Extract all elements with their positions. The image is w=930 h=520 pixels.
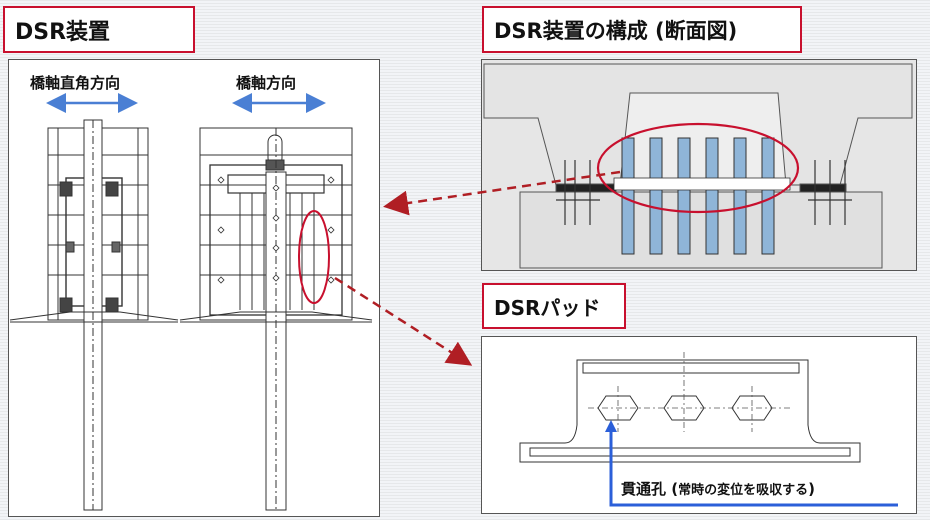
pad-caption: 貫通孔 (常時の変位を吸収する) (621, 478, 815, 499)
pad-highlight-oval (298, 210, 330, 304)
device-drawing-panel (8, 59, 380, 517)
pad-leader-line (609, 428, 898, 507)
pad-caption-close: ) (808, 480, 815, 498)
arrow-section-to-device (383, 170, 621, 216)
pad-centerlines (588, 352, 790, 432)
device-view-longitudinal-rivets (217, 176, 335, 284)
section-bolt-plates (613, 177, 791, 191)
pad-view (519, 359, 861, 463)
device-view-longitudinal (179, 127, 373, 511)
direction-label-transverse: 橋軸直角方向 (30, 74, 121, 92)
title-dsr-device: DSR装置 (3, 6, 195, 53)
title-dsr-structure: DSR装置の構成 (断面図) (482, 6, 802, 53)
title-dsr-pad: DSRパッド (482, 283, 626, 329)
direction-label-longitudinal: 橋軸方向 (236, 74, 297, 92)
pad-caption-main: 貫通孔 (621, 480, 667, 498)
section-view (482, 60, 916, 270)
pad-caption-open: ( (666, 480, 679, 498)
pad-caption-detail: 常時の変位を吸収する (678, 483, 809, 498)
device-view-transverse (9, 119, 179, 511)
section-highlight-oval (596, 122, 800, 214)
pad-leader-arrowhead (605, 420, 617, 432)
arrow-device-to-pad (334, 276, 473, 366)
section-bolts (621, 137, 775, 255)
section-anchor-rods (556, 160, 852, 225)
pad-drawing-panel (481, 336, 917, 514)
